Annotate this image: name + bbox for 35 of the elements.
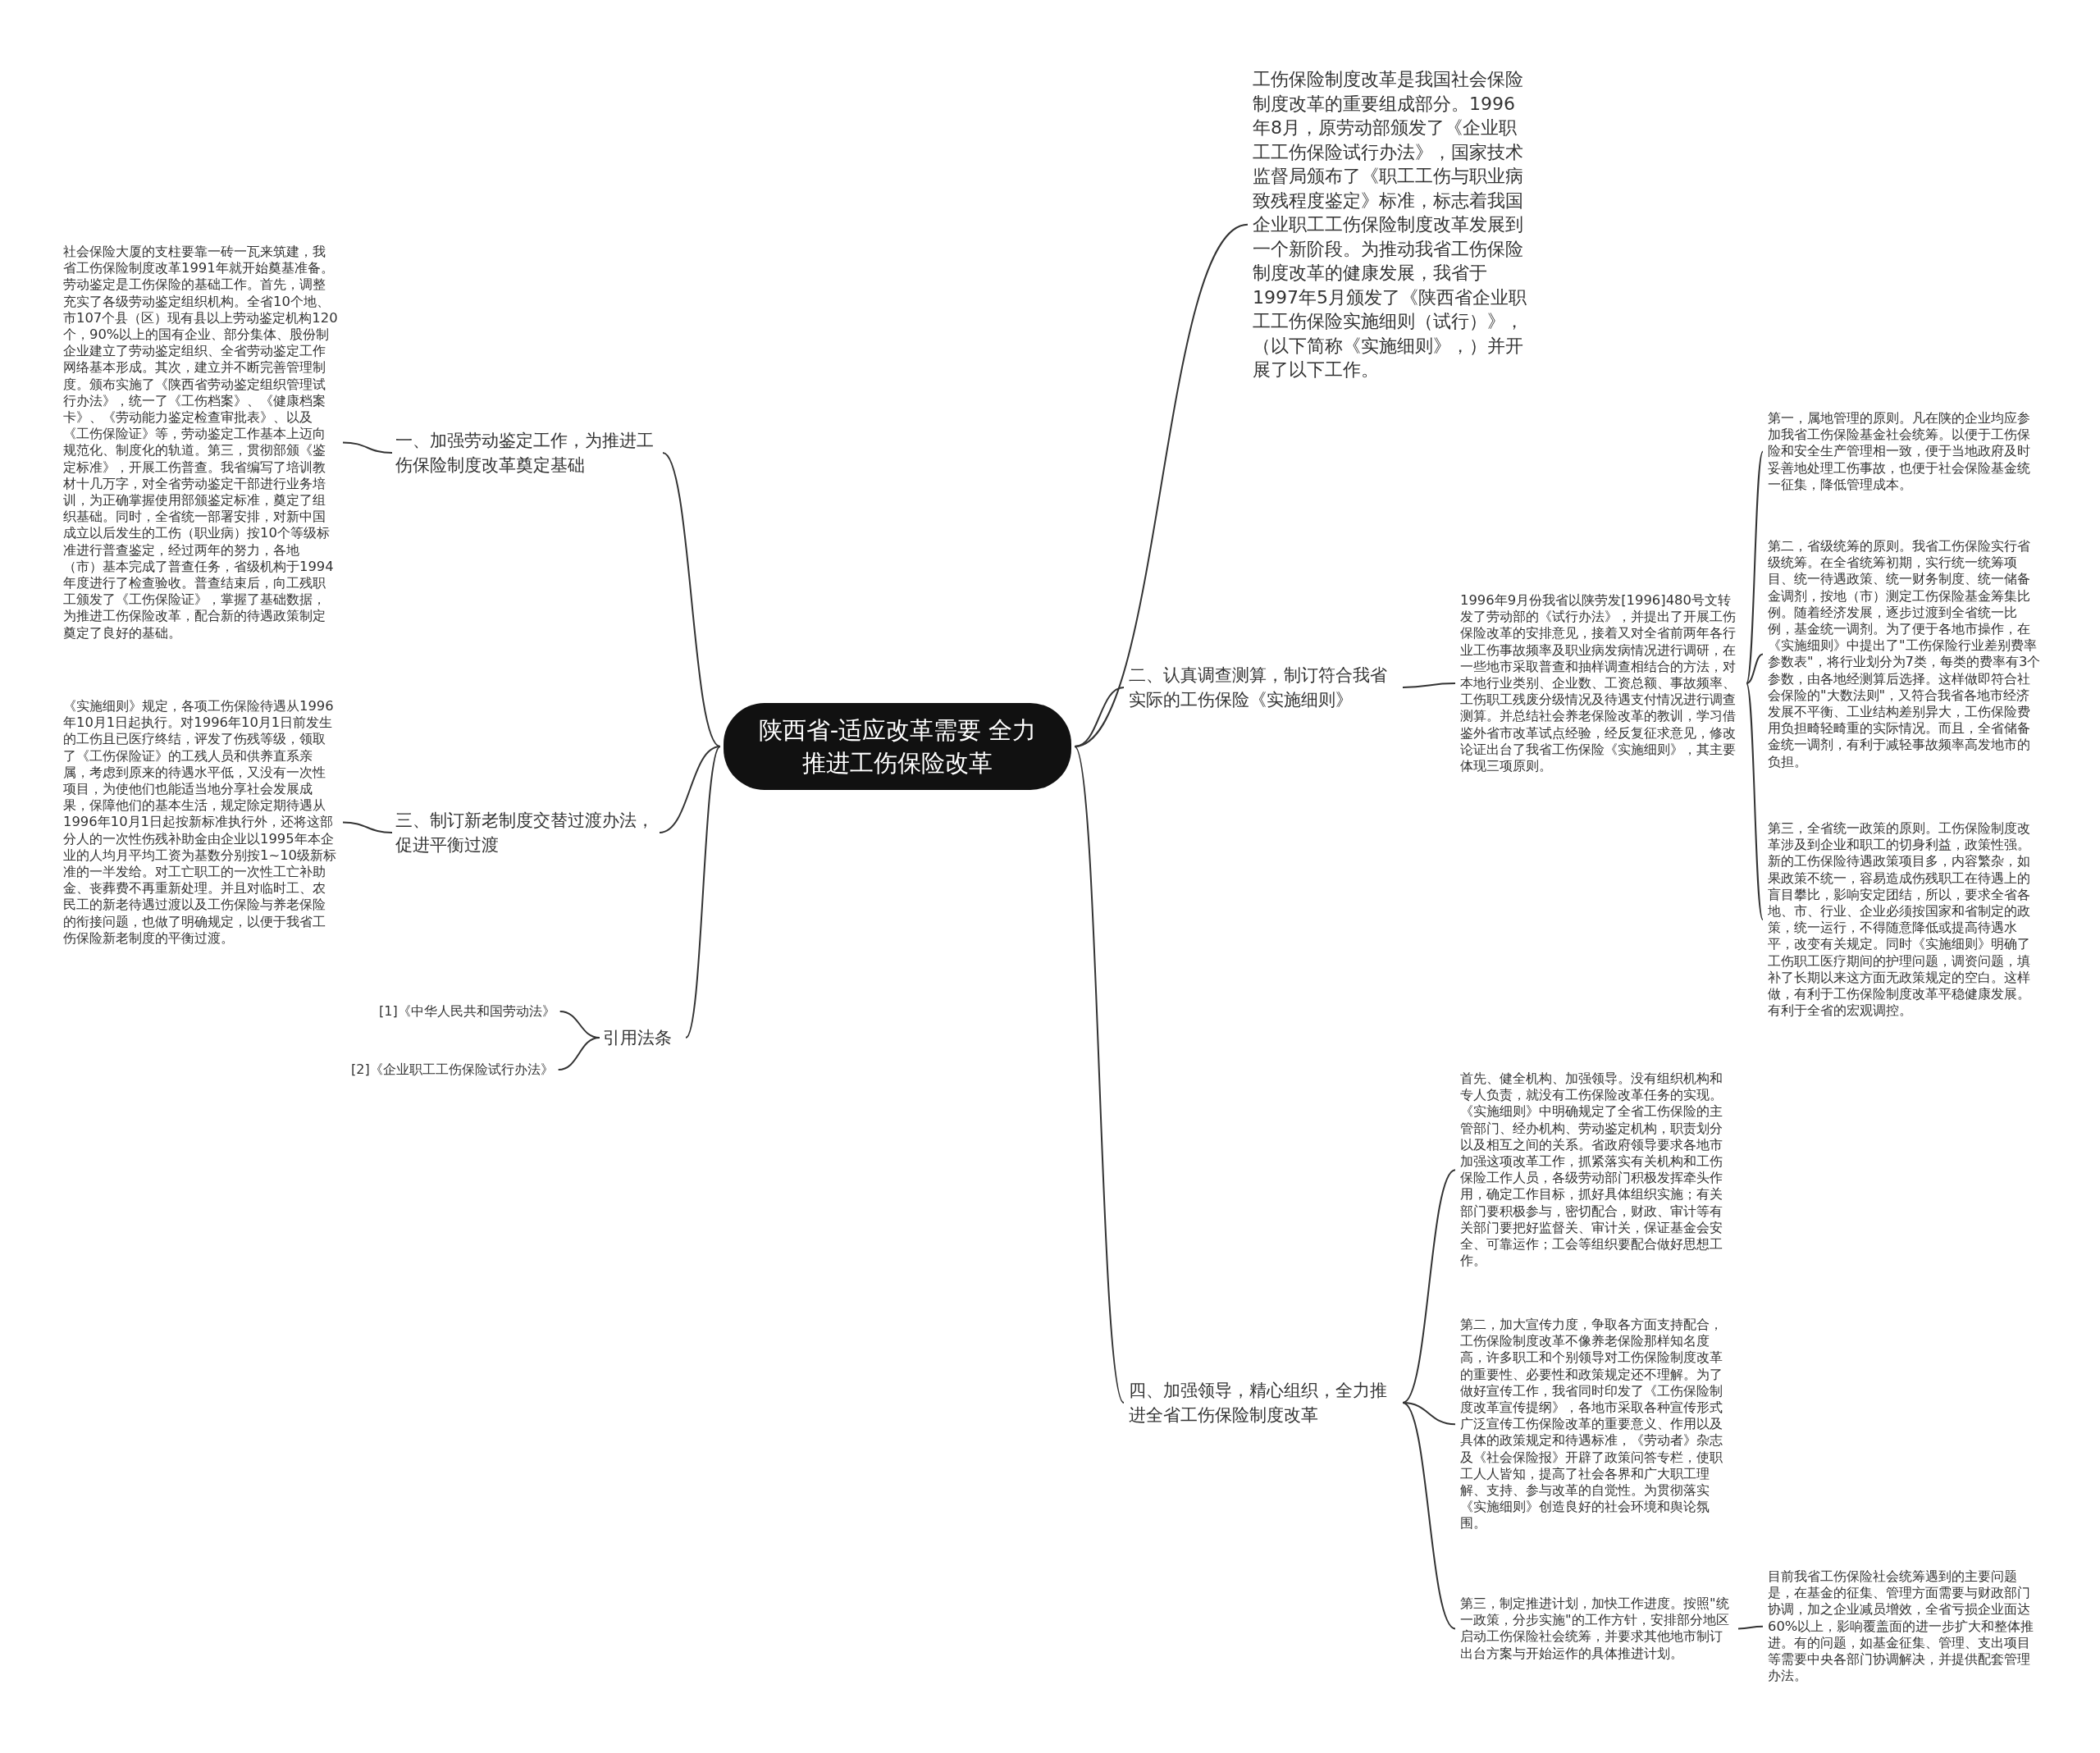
connector-line bbox=[685, 746, 721, 1039]
topic-label: 三、制订新老制度交替过渡办法，促进平衡过渡 bbox=[395, 808, 655, 857]
connector-line bbox=[1074, 687, 1125, 747]
paragraph-text: 1996年9月份我省以陕劳发[1996]480号文转发了劳动部的《试行办法》，并提出了开展工伤保险改革的安排意见，接着又对全省前两年各行业工伤事故频率及职业病发病情况进行调研，在一些地市采取普查和抽样调查相结合的方法，对本地行业类别、企业数、工资总额、事故频率、工伤职工残废分级情况及待遇支付情况进行调查测算。并总结社会养老保险改革的教训，学习借鉴外省市改革试点经验，经反复征求意见，修改论证出台了我省工伤保险《实施细则》，其主要体现三项原则。 bbox=[1460, 592, 1743, 775]
paragraph-text: 社会保险大厦的支柱要靠一砖一瓦来筑建，我省工伤保险制度改革1991年就开始奠基准备。劳动鉴定是工伤保险的基础工作。首先，调整充实了各级劳动鉴定组织机构。全省10个地、市107个县（区）现有县以上劳动鉴定机构120个，90%以上的国有企业、部分集体、股份制企业建立了劳动鉴定组织、全省劳动鉴定工作网络基本形成。其次，建立并不断完善管理制度。颁布实施了《陕西省劳动鉴定组织管理试行办法》，统一了《工伤档案》、《健康档案卡》、《劳动能力鉴定检查审批表》、以及《工伤保险证》等，劳动鉴定工作基本上迈向规范化、制度化的轨道。第三，贯彻部颁《鉴定标准》，开展工伤普查。我省编写了培训教材十几万字，对全省劳动鉴定干部进行业务培训，为正确掌握使用部颁鉴定标准，奠定了组织基础。同时，全省统一部署安排，对新中国成立以后发生的工伤（职业病）按10个等级标准进行普查鉴定，经过两年的努力，各地（市）基本完成了普查任务，省级机构于1994年度进行了检查验收。普查结束后，向工残职工颁发了《工伤保险证》，掌握了基础数据，为推进工伤保险改革，配合新的待遇政策制定奠定了良好的基础。 bbox=[63, 244, 338, 641]
topic-label: 一、加强劳动鉴定工作，为推进工伤保险制度改革奠定基础 bbox=[395, 428, 658, 477]
connector-line bbox=[659, 746, 721, 833]
paragraph-text: 《实施细则》规定，各项工伤保险待遇从1996年10月1日起执行。对1996年10月1日前发生的工伤且已医疗终结，评发了伤残等级，领取了《工伤保险证》的工残人员和供养直系亲属，考虑到原来的待遇水平低，又没有一次性项目，为使他们也能适当地分享社会发展成果，保障他们的基本生活，规定除定期待遇从1996年10月1日起按新标准执行外，还将这部分人的一次性伤残补助金由企业以1995年本企业的人均月平均工资为基数分别按1~10级新标准的一半发给。对工亡职工的一次性工亡补助金、丧葬费不再重新处理。并且对临时工、农民工的新老待遇过渡以及工伤保险与养老保险的衔接问题，也做了明确规定，以便于我省工伤保险新老制度的平衡过渡。 bbox=[63, 698, 338, 947]
topic-label: 二、认真调查测算，制订符合我省实际的工伤保险《实施细则》 bbox=[1129, 663, 1399, 712]
connector-line bbox=[1746, 450, 1764, 685]
topic-label: 引用法条 bbox=[603, 1025, 681, 1050]
paragraph-text: 第三，制定推进计划，加快工作进度。按照"统一政策，分步实施"的工作方针，安排部分地区启动工伤保险社会统筹，并要求其他地市制订出台方案与开始运作的具体推进计划。 bbox=[1460, 1596, 1735, 1662]
connector-line bbox=[1737, 1625, 1764, 1630]
connector-line bbox=[662, 452, 721, 747]
central-topic: 陕西省-适应改革需要 全力推进工伤保险改革 bbox=[724, 703, 1071, 790]
connector-line bbox=[1402, 1402, 1456, 1630]
connector-line bbox=[1402, 682, 1456, 688]
topic-label: 四、加强领导，精心组织，全力推进全省工伤保险制度改革 bbox=[1129, 1378, 1399, 1427]
citation-text: [1]《中华人民共和国劳动法》 bbox=[379, 1002, 555, 1020]
connector-line bbox=[557, 1037, 600, 1071]
connector-line bbox=[1746, 682, 1764, 921]
paragraph-text: 目前我省工伤保险社会统筹遇到的主要问题是，在基金的征集、管理方面需要与财政部门协调，加之企业减员增效，全省亏损企业面达60%以上，影响覆盖面的进一步扩大和整体推进。有的问题，如基金征集、管理、支出项目等需要中央各部门协调解决，并提供配套管理办法。 bbox=[1768, 1568, 2043, 1685]
paragraph-text: 第二，加大宣传力度，争取各方面支持配合，工伤保险制度改革不像养老保险那样知名度高，许多职工和个别领导对工伤保险制度改革的重要性、必要性和政策规定还不理解。为了做好宣传工作，我省同时印发了《工伤保险制度改革宣传提纲》，各地市采取各种宣传形式广泛宣传工伤保险改革的重要意义、作用以及具体的政策规定和待遇标准，《劳动者》杂志及《社会保险报》开辟了政策问答专栏，使职工人人皆知，提高了社会各界和广大职工理解、支持、参与改革的自觉性。为贯彻落实《实施细则》创造良好的社会环境和舆论氛围。 bbox=[1460, 1317, 1735, 1532]
citation-text: [2]《企业职工工伤保险试行办法》 bbox=[351, 1061, 554, 1079]
paragraph-text: 首先、健全机构、加强领导。没有组织机构和专人负责，就没有工伤保险改革任务的实现。《实施细则》中明确规定了全省工伤保险的主管部门、经办机构、劳动鉴定机构，职责划分以及相互之间的关系。省政府领导要求各地市加强这项改革工作，抓紧落实有关机构和工伤保险工作人员，各级劳动部门积极发挥牵头作用，确定工作目标，抓好具体组织实施；有关部门要积极参与，密切配合，财政、审计等有关部门要把好监督关、审计关，保证基金会安全、可靠运作；工会等组织要配合做好思想工作。 bbox=[1460, 1071, 1735, 1270]
connector-line bbox=[1402, 1402, 1456, 1426]
connector-line bbox=[1746, 653, 1764, 685]
paragraph-text: 第二，省级统筹的原则。我省工伤保险实行省级统筹。在全省统筹初期，实行统一统筹项目、统一待遇政策、统一财务制度、统一储备金调剂，按地（市）测定工伤保险基金筹集比例。随着经济发展，逐步过渡到全省统一比例，基金统一调剂。为了便于各地市操作，在《实施细则》中提出了"工伤保险行业差别费率参数表"，将行业划分为7类，每类的费率有3个参数，由各地经测算后选择。这样做即符合社会保险的"大数法则"，又符合我省各地市经济发展不平衡、工业结构差别异大，工伤保险费用负担畸轻畸重的实际情况。而且，全省储备金统一调剂，有利于减轻事故频率高发地市的负担。 bbox=[1768, 538, 2043, 770]
paragraph-text: 工伤保险制度改革是我国社会保险制度改革的重要组成部分。1996年8月，原劳动部颁发了《企业职工工伤保险试行办法》，国家技术监督局颁布了《职工工伤与职业病致残程度鉴定》标准，标志着我国企业职工工伤保险制度改革发展到一个新阶段。为推动我省工伤保险制度改革的健康发展，我省于1997年5月颁发了《陕西省企业职工工伤保险实施细则（试行）》，（以下简称《实施细则》，）并开展了以下工作。 bbox=[1253, 67, 1532, 382]
connector-line bbox=[1402, 1169, 1456, 1404]
paragraph-text: 第一，属地管理的原则。凡在陕的企业均应参加我省工伤保险基金社会统筹。以便于工伤保险和安全生产管理相一致，便于当地政府及时妥善地处理工伤事故，也便于社会保险基金统一征集，降低管理成本。 bbox=[1768, 410, 2043, 493]
connector-line bbox=[342, 441, 393, 454]
paragraph-text: 第三，全省统一政策的原则。工伤保险制度改革涉及到企业和职工的切身利益，政策性强。新的工伤保险待遇政策项目多，内容繁杂，如果政策不统一，容易造成伤残职工在待遇上的盲目攀比，影响安定团结，所以，要求全省各地、市、行业、企业必须按国家和省制定的政策，统一运行，不得随意降低或提高待遇水平，改变有关规定。同时《实施细则》明确了工伤职工医疗期间的护理问题，调资问题，填补了长期以来这方面无政策规定的空白。这样做，有利于工伤保险制度改革平稳健康发展。有利于全省的宏观调控。 bbox=[1768, 820, 2043, 1020]
connector-line bbox=[1074, 746, 1125, 1404]
connector-line bbox=[342, 821, 393, 833]
